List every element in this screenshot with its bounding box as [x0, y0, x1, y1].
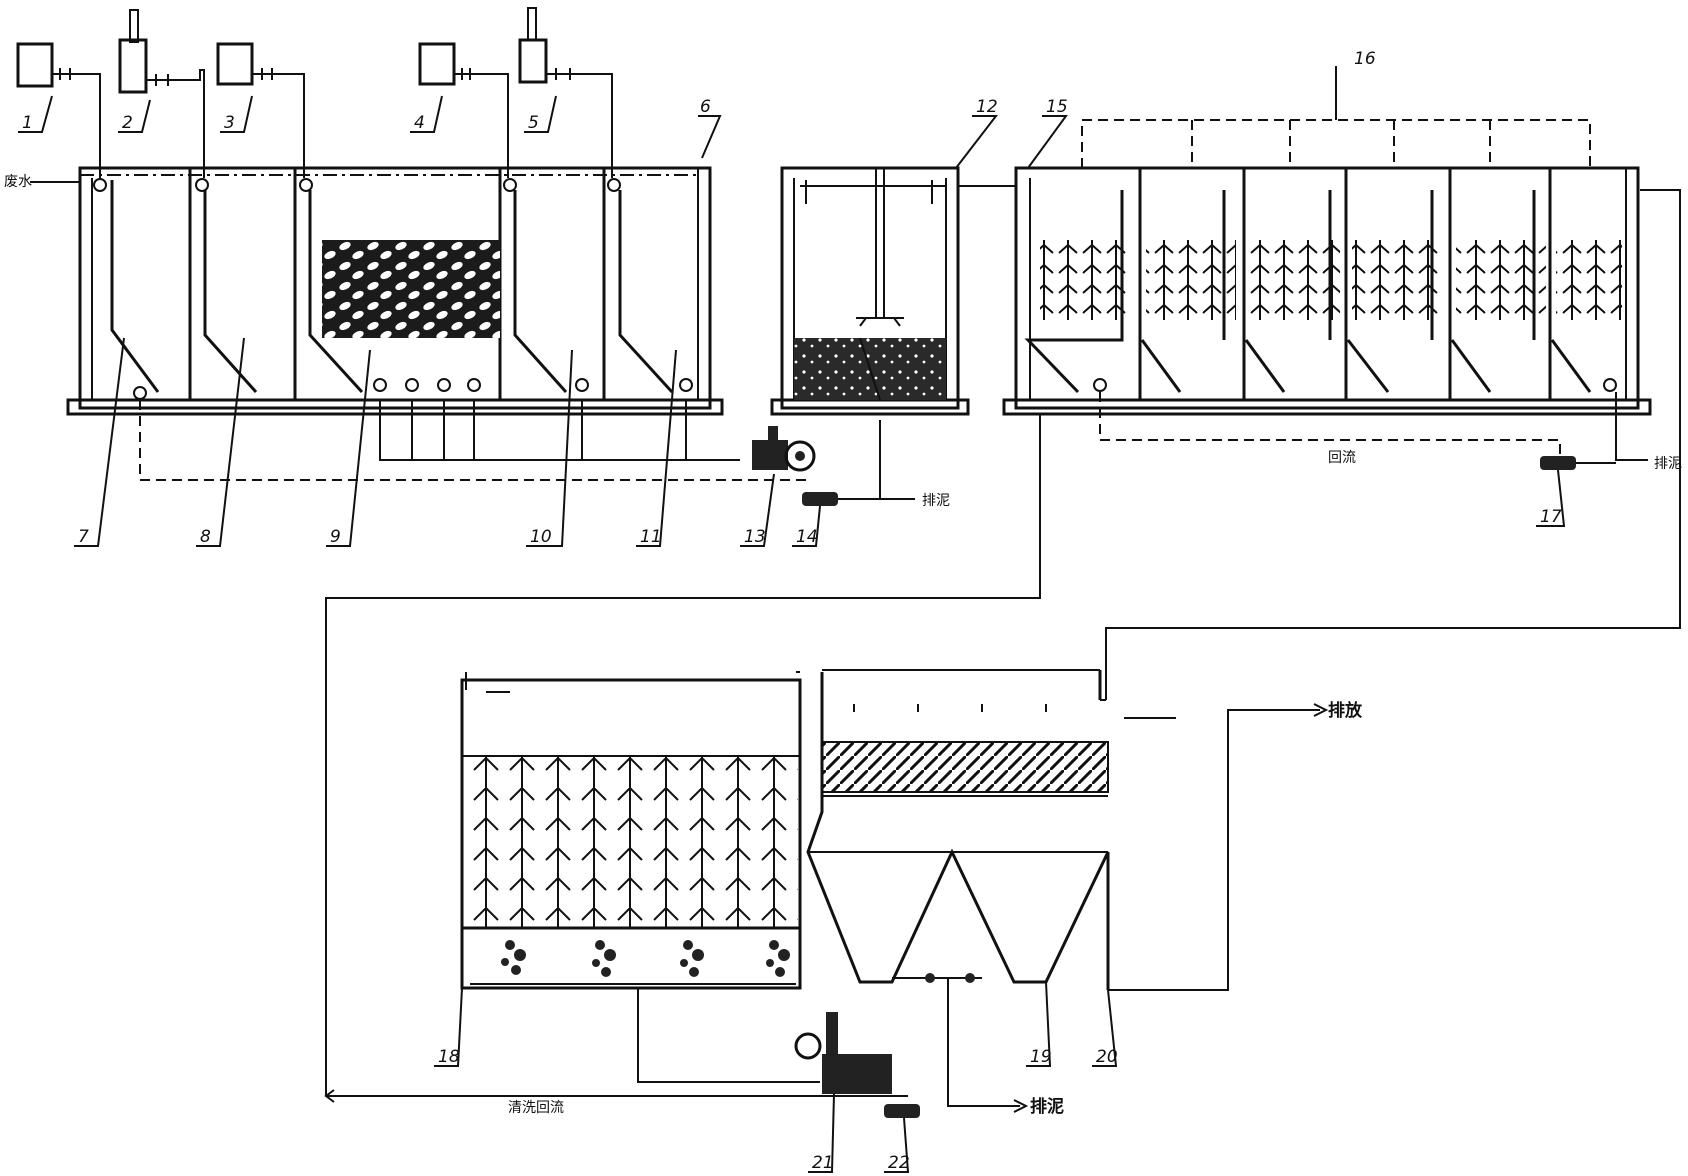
pump-17 — [1540, 456, 1616, 470]
tank-series-left — [30, 166, 724, 416]
label-9: 9 — [330, 527, 341, 547]
label-11: 11 — [640, 527, 662, 547]
label-7: 7 — [78, 527, 89, 547]
sludge-label-mid: 排泥 — [922, 493, 950, 509]
label-6: 6 — [700, 97, 711, 117]
pump-22 — [324, 1089, 920, 1118]
leader-lines — [18, 95, 1566, 1173]
label-17: 17 — [1540, 507, 1562, 527]
label-16: 16 — [1354, 49, 1376, 69]
label-18: 18 — [438, 1047, 460, 1067]
label-21: 21 — [812, 1153, 834, 1173]
label-1: 1 — [22, 113, 33, 133]
inlet-label: 废水 — [4, 174, 32, 190]
bio-media-block — [322, 240, 500, 338]
filter-tank-19-20 — [806, 669, 1329, 1113]
label-8: 8 — [200, 527, 211, 547]
sludge-discharge-label: 排泥 — [1030, 1096, 1064, 1117]
label-3: 3 — [224, 113, 235, 133]
backwash-label: 清洗回流 — [508, 1100, 564, 1116]
pump-14 — [802, 420, 915, 506]
dosing-units — [16, 7, 613, 178]
label-19: 19 — [1030, 1047, 1052, 1067]
label-15: 15 — [1046, 97, 1068, 117]
reflux-label: 回流 — [1328, 450, 1356, 466]
label-2: 2 — [122, 113, 133, 133]
biofilm-tank-18 — [460, 671, 802, 990]
label-22: 22 — [888, 1153, 910, 1173]
label-4: 4 — [414, 113, 425, 133]
air-piping-left — [139, 400, 915, 506]
pump-13 — [752, 426, 816, 472]
label-10: 10 — [530, 527, 552, 547]
text-labels: 废水 排放 排泥 回流 排泥 排泥 清洗回流 — [4, 174, 1682, 1117]
settling-tank-12 — [770, 166, 970, 416]
label-12: 12 — [976, 97, 998, 117]
label-13: 13 — [744, 527, 766, 547]
discharge-label: 排放 — [1328, 700, 1363, 721]
label-14: 14 — [796, 527, 818, 547]
label-5: 5 — [528, 113, 539, 133]
number-labels: 1 2 3 4 5 6 7 8 9 10 11 12 13 14 15 16 1… — [22, 49, 1562, 1173]
sludge-label-right: 排泥 — [1654, 456, 1682, 472]
blower-21 — [637, 988, 892, 1094]
label-20: 20 — [1096, 1047, 1118, 1067]
tank-series-right — [325, 66, 1681, 1096]
